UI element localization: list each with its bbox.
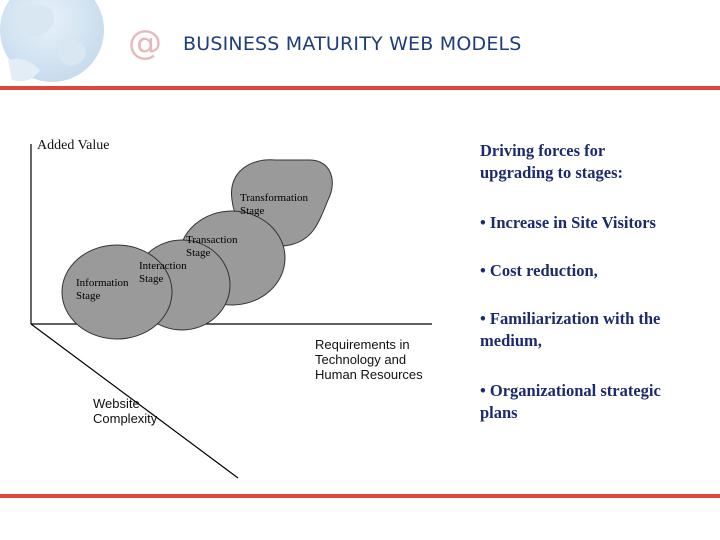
globe-icon [0, 0, 120, 95]
diagram-canvas [0, 100, 470, 490]
bullet-item: • Cost reduction, [480, 260, 705, 282]
z-axis-label: Website Complexity [93, 396, 157, 426]
maturity-diagram: Added Value Requirements in Technology a… [0, 100, 470, 490]
bullet-item: • Increase in Site Visitors [480, 212, 705, 234]
y-axis-label: Added Value [37, 138, 109, 154]
slide-title: BUSINESS MATURITY WEB MODELS [183, 33, 522, 55]
footer-divider [0, 494, 720, 498]
x-axis-label: Requirements in Technology and Human Res… [315, 337, 423, 382]
at-logo-icon: @ [128, 26, 162, 60]
header-divider [0, 86, 720, 90]
